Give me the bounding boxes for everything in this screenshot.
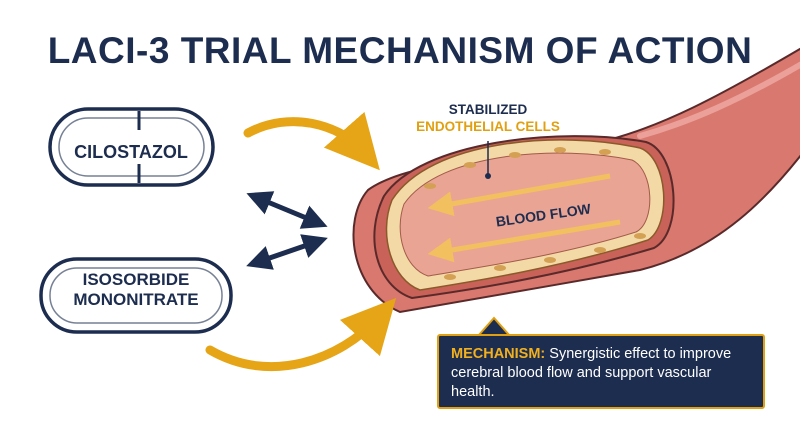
page-title: LACI-3 TRIAL MECHANISM OF ACTION [47, 30, 753, 71]
endothelial-pointer-dot [485, 173, 491, 179]
endothelial-callout: STABILIZED ENDOTHELIAL CELLS [398, 101, 578, 135]
endothelial-line2: ENDOTHELIAL CELLS [416, 119, 560, 134]
curved-arrow-icon [243, 111, 380, 171]
curved-arrow-icon [205, 297, 397, 372]
endothelial-line1: STABILIZED [448, 102, 528, 117]
flow-arrow-top [427, 173, 611, 217]
blood-vessel: BLOOD FLOW [352, 47, 800, 314]
cilostazol-label: CILOSTAZOL [74, 142, 188, 162]
vessel-highlight [637, 61, 800, 139]
isosorbide-label-line2: MONONITRATE [73, 290, 199, 309]
mechanism-box: MECHANISM: Synergistic effect to improve… [437, 334, 765, 409]
mechanism-text: Synergistic effect to improve cerebral b… [451, 346, 732, 400]
mechanism-label: MECHANISM: [451, 346, 550, 362]
cilostazol-pill [48, 107, 215, 187]
isosorbide-label: ISOSORBIDE MONONITRATE [45, 270, 227, 310]
isosorbide-pill [39, 257, 233, 334]
flow-arrow-bottom [427, 219, 621, 263]
endothelial-cells [424, 147, 646, 280]
isosorbide-label-line1: ISOSORBIDE [82, 270, 190, 289]
double-arrow-icon [246, 191, 328, 229]
double-arrow-icon [246, 234, 328, 270]
